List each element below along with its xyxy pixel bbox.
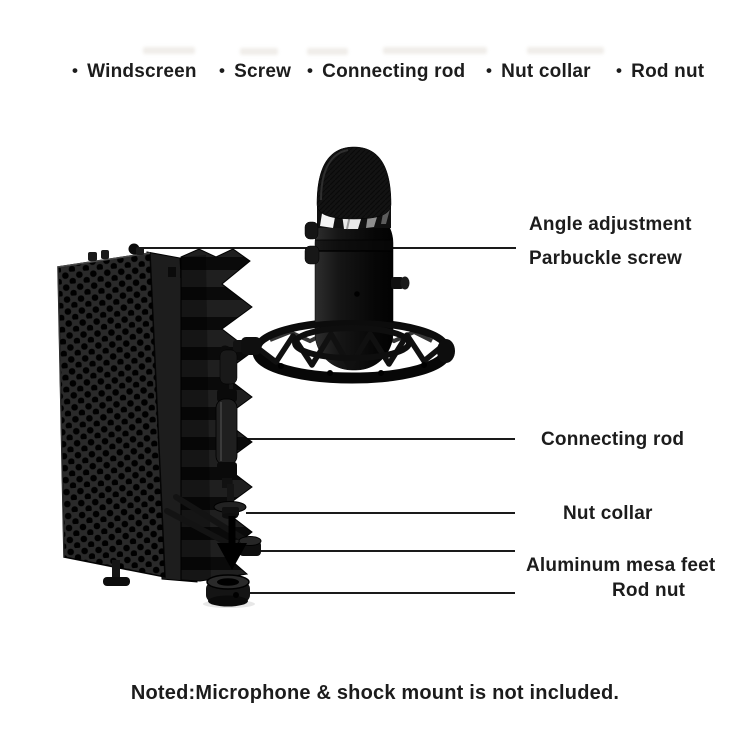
rod-nut: [203, 574, 255, 608]
parts-list-item-connecting-rod: • Connecting rod: [307, 61, 465, 83]
parts-list-label: Rod nut: [631, 61, 705, 82]
mesa-foot: [103, 560, 130, 586]
connecting-rod-assembly: [203, 340, 255, 608]
parts-list-item-rod-nut: • Rod nut: [616, 61, 704, 83]
callout-rod-nut: Rod nut: [612, 580, 686, 601]
back-panel: [57, 252, 166, 578]
faint-ghost-text: [527, 47, 604, 54]
parts-list-label: Connecting rod: [322, 61, 466, 82]
mic-knob: [304, 245, 320, 265]
bullet-icon: •: [486, 61, 493, 80]
faint-ghost-text: [240, 48, 278, 55]
parts-list-label: Screw: [234, 61, 292, 82]
disclaimer-note: Noted:Microphone & shock mount is not in…: [130, 682, 620, 704]
parts-list-item-screw: • Screw: [219, 61, 291, 83]
callout-aluminum-mesa-feet: Aluminum mesa feet: [526, 555, 716, 576]
bullet-icon: •: [219, 61, 226, 80]
connecting-rod: [215, 389, 238, 488]
faint-ghost-text: [307, 48, 348, 55]
callout-angle-adjustment: Angle adjustment: [529, 214, 692, 235]
callout-connecting-rod: Connecting rod: [541, 429, 685, 450]
mic-led-dot: [354, 291, 360, 297]
leader-lines: [137, 247, 516, 594]
windscreen-foam: [316, 146, 392, 220]
nut-collar: [213, 501, 247, 519]
isolation-shield: [57, 247, 253, 586]
faint-ghost-text: [143, 47, 195, 54]
mount-clamp: [241, 337, 261, 355]
microphone: [304, 146, 410, 371]
faint-ghost-text: [383, 47, 487, 54]
mic-knob: [304, 221, 319, 240]
parts-list-label: Windscreen: [87, 61, 197, 82]
callout-nut-collar: Nut collar: [563, 503, 653, 524]
parts-list-label: Nut collar: [501, 61, 591, 82]
shock-mount: [241, 320, 455, 384]
bullet-icon: •: [72, 61, 79, 80]
callout-parbuckle-screw: Parbuckle screw: [529, 248, 682, 269]
mic-knob: [391, 276, 410, 290]
mount-clamp: [437, 339, 455, 363]
bullet-icon: •: [307, 61, 314, 80]
parts-list-item-nut-collar: • Nut collar: [486, 61, 591, 83]
down-arrow-icon: [217, 516, 247, 570]
parts-list-item-windscreen: • Windscreen: [72, 61, 197, 83]
bullet-icon: •: [616, 61, 623, 80]
